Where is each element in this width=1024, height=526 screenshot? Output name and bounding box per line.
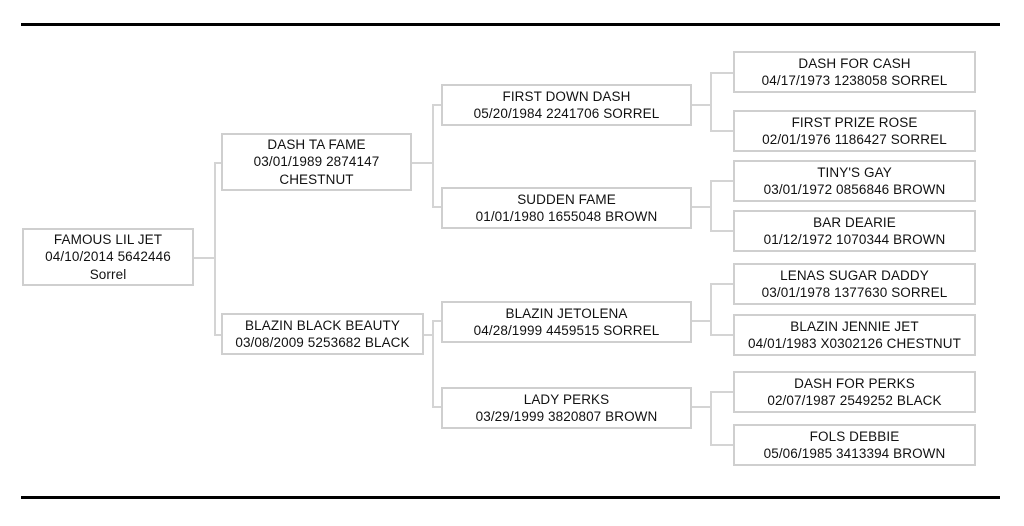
- pedigree-box-gen4-4[interactable]: BAR DEARIE 01/12/1972 1070344 BROWN: [733, 210, 976, 252]
- connector-gen4-2-stem: [710, 130, 734, 132]
- gen4-4-details: 01/12/1972 1070344 BROWN: [763, 232, 946, 247]
- sire-color: CHESTNUT: [279, 171, 354, 187]
- gen4-8-details: 05/06/1985 3413394 BROWN: [763, 446, 946, 461]
- pedigree-box-sire[interactable]: DASH TA FAME 03/01/1989 2874147 CHESTNUT: [221, 133, 412, 191]
- connector-gen4-pair1-vertical: [710, 73, 712, 132]
- gen4-1-details: 04/17/1973 1238058 SORREL: [761, 73, 948, 88]
- subject-name: FAMOUS LIL JET: [53, 232, 163, 248]
- pedigree-box-gen4-7[interactable]: DASH FOR PERKS 02/07/1987 2549252 BLACK: [733, 371, 976, 413]
- subject-color: Sorrel: [89, 266, 127, 282]
- pedigree-box-gen3-2[interactable]: SUDDEN FAME 01/01/1980 1655048 BROWN: [441, 187, 692, 229]
- gen3-2-name: SUDDEN FAME: [517, 191, 616, 207]
- pedigree-box-gen4-5[interactable]: LENAS SUGAR DADDY 03/01/1978 1377630 SOR…: [733, 263, 976, 305]
- connector-gen4-8-stem: [710, 444, 734, 446]
- pedigree-box-gen4-3[interactable]: TINY'S GAY 03/01/1972 0856846 BROWN: [733, 160, 976, 202]
- connector-gen4-4-stem: [710, 230, 734, 232]
- pedigree-box-gen3-1[interactable]: FIRST DOWN DASH 05/20/1984 2241706 SORRE…: [441, 84, 692, 126]
- connector-gen4-pair4-vertical: [710, 392, 712, 446]
- pedigree-box-gen3-4[interactable]: LADY PERKS 03/29/1999 3820807 BROWN: [441, 387, 692, 429]
- gen3-4-details: 03/29/1999 3820807 BROWN: [475, 409, 658, 424]
- sire-name: DASH TA FAME: [267, 137, 366, 153]
- connector-gen4-3-stem: [710, 180, 734, 182]
- sire-details: 03/01/1989 2874147: [253, 154, 380, 170]
- gen4-2-details: 02/01/1976 1186427 SORREL: [762, 132, 947, 147]
- pedigree-box-gen4-1[interactable]: DASH FOR CASH 04/17/1973 1238058 SORREL: [733, 51, 976, 93]
- pedigree-box-gen4-8[interactable]: FOLS DEBBIE 05/06/1985 3413394 BROWN: [733, 424, 976, 466]
- connector-gen2-sire-out: [412, 162, 434, 164]
- pedigree-box-gen3-3[interactable]: BLAZIN JETOLENA 04/28/1999 4459515 SORRE…: [441, 301, 692, 343]
- pedigree-box-subject[interactable]: FAMOUS LIL JET 04/10/2014 5642446 Sorrel: [22, 228, 194, 286]
- connector-gen3-2-stem: [432, 206, 442, 208]
- gen4-7-details: 02/07/1987 2549252 BLACK: [767, 393, 942, 408]
- gen4-3-name: TINY'S GAY: [817, 164, 892, 180]
- pedigree-box-dam[interactable]: BLAZIN BLACK BEAUTY 03/08/2009 5253682 B…: [221, 313, 424, 355]
- gen3-4-name: LADY PERKS: [523, 391, 610, 407]
- gen3-1-name: FIRST DOWN DASH: [502, 88, 631, 104]
- connector-subject-vertical: [214, 163, 216, 335]
- top-horizontal-rule: [21, 23, 1000, 26]
- connector-gen3-3-stem: [432, 320, 442, 322]
- gen3-3-name: BLAZIN JETOLENA: [505, 305, 628, 321]
- connector-gen3-bottom-vertical: [432, 321, 434, 407]
- gen4-5-name: LENAS SUGAR DADDY: [780, 267, 929, 283]
- connector-gen3-2-out: [692, 206, 712, 208]
- dam-details: 03/08/2009 5253682 BLACK: [235, 335, 410, 350]
- gen4-5-details: 03/01/1978 1377630 SORREL: [761, 285, 948, 300]
- gen4-1-name: DASH FOR CASH: [798, 55, 911, 71]
- gen4-7-name: DASH FOR PERKS: [794, 375, 915, 391]
- connector-gen4-6-stem: [710, 334, 734, 336]
- connector-gen4-pair3-vertical: [710, 284, 712, 336]
- connector-gen3-4-out: [692, 406, 712, 408]
- gen4-8-name: FOLS DEBBIE: [809, 428, 900, 444]
- gen4-3-details: 03/01/1972 0856846 BROWN: [763, 182, 946, 197]
- gen3-1-details: 05/20/1984 2241706 SORREL: [473, 106, 660, 121]
- gen3-3-details: 04/28/1999 4459515 SORREL: [473, 323, 660, 338]
- connector-gen2-dam-stem: [214, 334, 222, 336]
- bottom-horizontal-rule: [21, 496, 1000, 499]
- connector-gen4-7-stem: [710, 391, 734, 393]
- subject-details: 04/10/2014 5642446: [45, 249, 171, 265]
- gen3-2-details: 01/01/1980 1655048 BROWN: [475, 209, 658, 224]
- connector-gen4-5-stem: [710, 283, 734, 285]
- connector-gen3-4-stem: [432, 406, 442, 408]
- pedigree-box-gen4-2[interactable]: FIRST PRIZE ROSE 02/01/1976 1186427 SORR…: [733, 110, 976, 152]
- connector-gen3-top-vertical: [432, 105, 434, 208]
- connector-gen3-1-stem: [432, 104, 442, 106]
- gen4-6-name: BLAZIN JENNIE JET: [790, 318, 919, 334]
- connector-gen3-3-out: [692, 320, 712, 322]
- connector-gen4-1-stem: [710, 72, 734, 74]
- gen4-6-details: 04/01/1983 X0302126 CHESTNUT: [748, 336, 961, 351]
- gen4-4-name: BAR DEARIE: [813, 214, 896, 230]
- dam-name: BLAZIN BLACK BEAUTY: [245, 317, 400, 333]
- connector-gen4-pair2-vertical: [710, 181, 712, 231]
- gen4-2-name: FIRST PRIZE ROSE: [791, 114, 918, 130]
- pedigree-box-gen4-6[interactable]: BLAZIN JENNIE JET 04/01/1983 X0302126 CH…: [733, 314, 976, 356]
- connector-gen3-1-out: [692, 104, 712, 106]
- connector-subject-stem: [194, 257, 216, 259]
- connector-gen2-sire-stem: [214, 162, 222, 164]
